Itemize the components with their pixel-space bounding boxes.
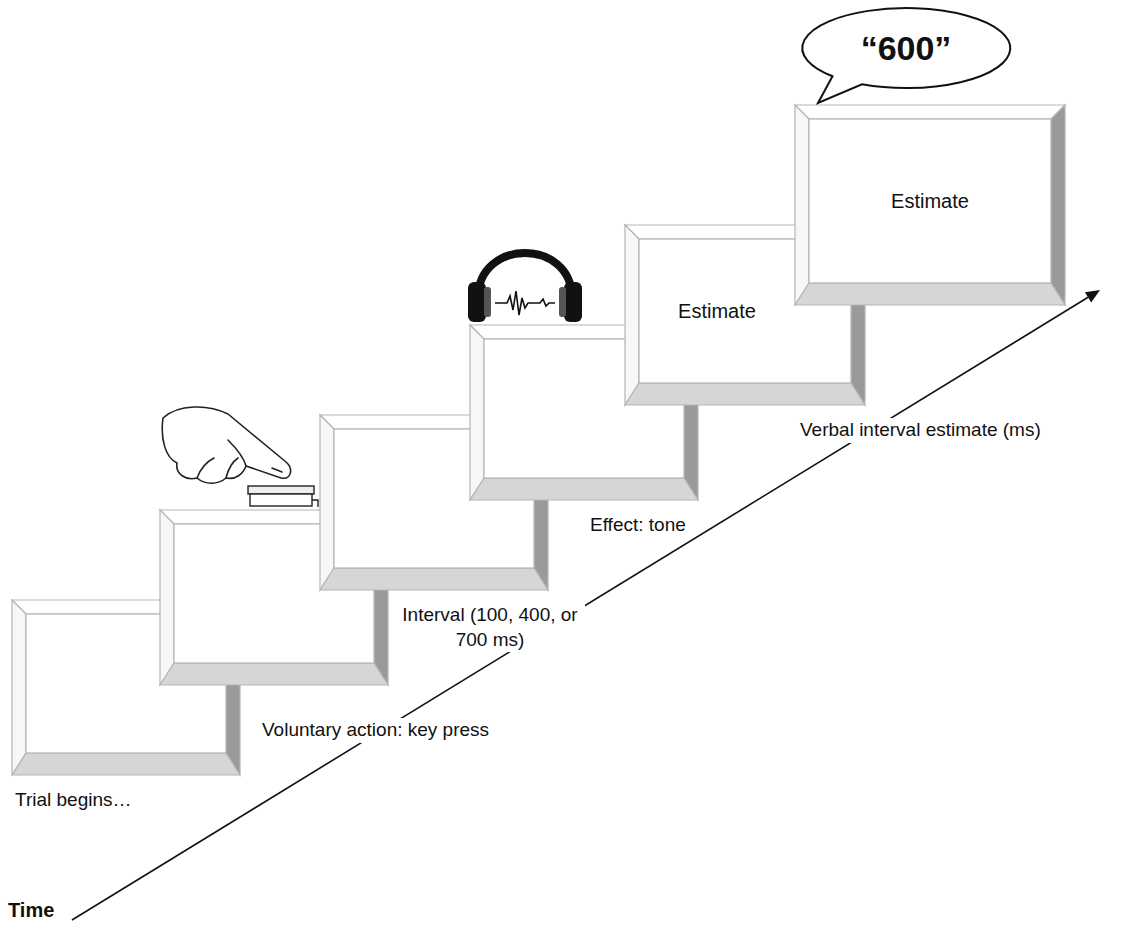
key-body <box>250 494 312 506</box>
speech-bubble: “600” <box>800 6 1012 90</box>
frame-bottom <box>12 753 240 775</box>
frame-left <box>795 105 809 305</box>
frame-bottom <box>625 383 865 405</box>
headband <box>478 253 572 298</box>
ear-pad <box>484 287 491 317</box>
screen-text: Estimate <box>891 189 969 213</box>
key-base <box>312 500 318 507</box>
frame-bottom <box>470 478 698 500</box>
screen-prompt: Estimate <box>809 119 1051 283</box>
frame-left <box>12 600 26 775</box>
frame-left <box>160 510 174 685</box>
finger-crease <box>228 440 246 466</box>
frame-bottom <box>320 568 548 590</box>
frame-top <box>795 105 1065 119</box>
key-icon <box>248 486 318 507</box>
frame-bottom <box>160 663 388 685</box>
label-slot: Interval (100, 400, or 700 ms) <box>395 603 585 652</box>
step-label: Trial begins… <box>12 788 135 813</box>
axis-arrowhead <box>1085 290 1100 302</box>
frame-left <box>470 325 484 500</box>
frame-face <box>809 119 1051 283</box>
label-slot: Effect: tone <box>587 513 689 538</box>
screen-text: Estimate <box>678 299 756 323</box>
finger-nail <box>272 468 282 472</box>
step-label: Voluntary action: key press <box>259 718 492 743</box>
frame-right <box>1051 105 1065 305</box>
screen-prompt: Estimate <box>639 239 795 383</box>
step-label: Verbal interval estimate (ms) <box>797 418 1044 443</box>
key-cap <box>248 486 314 494</box>
step-label: Effect: tone <box>587 513 689 538</box>
headphones-icon <box>468 253 582 322</box>
frame-left <box>320 415 334 590</box>
frame-left <box>625 225 639 405</box>
ear-cup <box>564 282 582 322</box>
label-slot: Verbal interval estimate (ms) <box>797 418 1044 443</box>
time-axis <box>72 297 1088 920</box>
step-label: Interval (100, 400, or 700 ms) <box>395 603 585 652</box>
sound-wave <box>495 291 555 315</box>
frame-bottom <box>795 283 1065 305</box>
label-slot: Time <box>5 897 57 923</box>
label-slot: Voluntary action: key press <box>259 718 492 743</box>
screen-frame <box>795 105 1065 305</box>
finger-crease <box>197 458 214 478</box>
ear-pad <box>559 287 566 317</box>
bubble-shape <box>802 8 1010 103</box>
axis-label: Time <box>5 897 57 923</box>
hand-outline <box>162 407 290 483</box>
hand-icon <box>162 407 290 483</box>
ear-cup <box>468 282 486 322</box>
label-slot: Trial begins… <box>12 788 135 813</box>
spoken-estimate: “600” <box>861 28 952 69</box>
finger-crease <box>226 458 238 478</box>
